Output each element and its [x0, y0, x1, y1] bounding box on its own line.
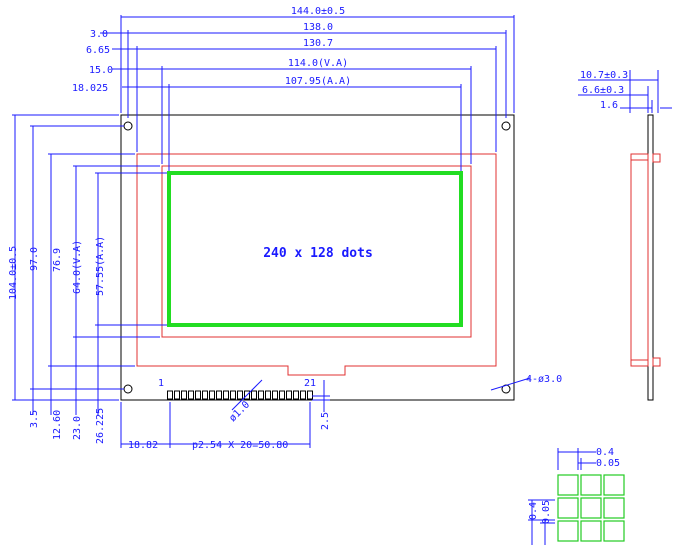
bezel-outline [136, 153, 497, 376]
side-bezel-bottom [630, 359, 649, 367]
dim-pin-offset: 18.82 [128, 440, 158, 451]
side-module-label: 6.6±0.3 [582, 85, 624, 96]
side-tab-bottom [652, 357, 661, 367]
pin [230, 390, 236, 400]
dot-detail: 0.4 0.05 0.4 0.05 [528, 447, 625, 545]
pin [265, 390, 271, 400]
dim-active-area-width: 107.95(A.A) [285, 76, 351, 87]
mount-hole-leader [490, 377, 531, 391]
dot-cell [557, 474, 579, 496]
pin [300, 390, 306, 400]
dot-gap-top: 0.05 [596, 458, 620, 469]
pin [188, 390, 194, 400]
mount-hole-bottom-left [123, 384, 133, 394]
dot-cell [557, 497, 579, 519]
side-bezel-top [630, 153, 649, 161]
dim-pin-pitch: p2.54 X 20=50.80 [192, 440, 288, 451]
pin [258, 390, 264, 400]
dim-label-3-0: 3.0 [90, 29, 108, 40]
pin [251, 390, 257, 400]
dim-label-3-5: 3.5 [29, 410, 40, 428]
dim-overall-height: 104.0±0.5 [8, 246, 19, 300]
dot-grid [557, 474, 625, 542]
pin [279, 390, 285, 400]
side-pcb-label: 1.6 [600, 100, 618, 111]
dot-cell [580, 520, 602, 542]
dim-label-6-65: 6.65 [86, 45, 110, 56]
pin-hole-label: ø1.0 [227, 399, 252, 424]
pin [286, 390, 292, 400]
active-area [167, 171, 463, 327]
dim-label-23-0: 23.0 [72, 416, 83, 440]
pin [237, 390, 243, 400]
pin [293, 390, 299, 400]
module-outline [120, 114, 515, 401]
pin [174, 390, 180, 400]
pin [209, 390, 215, 400]
pin [202, 390, 208, 400]
pin [223, 390, 229, 400]
mount-hole-label: 4-ø3.0 [526, 374, 562, 385]
pin [216, 390, 222, 400]
bottom-dimensions: 18.82 p2.54 X 20=50.80 2.5 [120, 380, 331, 451]
dim-pin-edge: 2.5 [320, 412, 331, 430]
dot-cell [603, 474, 625, 496]
pin [167, 390, 173, 400]
side-pcb [647, 114, 654, 401]
pin [195, 390, 201, 400]
dim-hole-pitch-width: 138.0 [303, 22, 333, 33]
dot-cell [603, 520, 625, 542]
dot-gap-side: 0.05 [541, 500, 552, 524]
pin [307, 390, 313, 400]
side-display-body [630, 153, 649, 367]
pin [272, 390, 278, 400]
dot-pitch-side: 0.4 [528, 502, 539, 520]
dim-label-12-60: 12.60 [52, 410, 63, 440]
dot-pitch-top: 0.4 [596, 447, 614, 458]
pin-first-label: 1 [158, 378, 164, 389]
dim-active-area-height: 57.55(A.A) [95, 236, 106, 296]
dim-label-26-225: 26.225 [95, 408, 106, 444]
side-view: 10.7±0.3 6.6±0.3 1.6 [578, 70, 672, 401]
dim-overall-width: 144.0±0.5 [291, 6, 345, 17]
left-dimensions: 104.0±0.5 97.0 3.5 76.9 12.60 64.0(V.A) … [8, 114, 167, 444]
dot-cell [580, 497, 602, 519]
side-thickness-label: 10.7±0.3 [580, 70, 628, 81]
mount-hole-top-right [501, 121, 511, 131]
dim-view-area-height: 64.0(V.A) [72, 240, 83, 294]
pin [181, 390, 187, 400]
view-area-outline [161, 165, 472, 338]
dim-label-18-025: 18.025 [72, 83, 108, 94]
dim-hole-pitch-height: 97.0 [29, 247, 40, 271]
pin-header [167, 390, 313, 400]
top-dimensions: 144.0±0.5 138.0 3.0 130.7 6.65 114.0(V.A… [72, 6, 515, 171]
pin-hole-leader [231, 379, 263, 411]
mount-hole-top-left [123, 121, 133, 131]
dim-bezel-width: 130.7 [303, 38, 333, 49]
dot-cell [580, 474, 602, 496]
dim-bezel-height: 76.9 [52, 248, 63, 272]
dim-label-15-0: 15.0 [89, 65, 113, 76]
pin-last-label: 21 [304, 378, 316, 389]
dim-view-area-width: 114.0(V.A) [288, 58, 348, 69]
side-tab-top [652, 153, 661, 163]
dot-cell [603, 497, 625, 519]
dot-cell [557, 520, 579, 542]
center-label: 240 x 128 dots [263, 246, 373, 261]
